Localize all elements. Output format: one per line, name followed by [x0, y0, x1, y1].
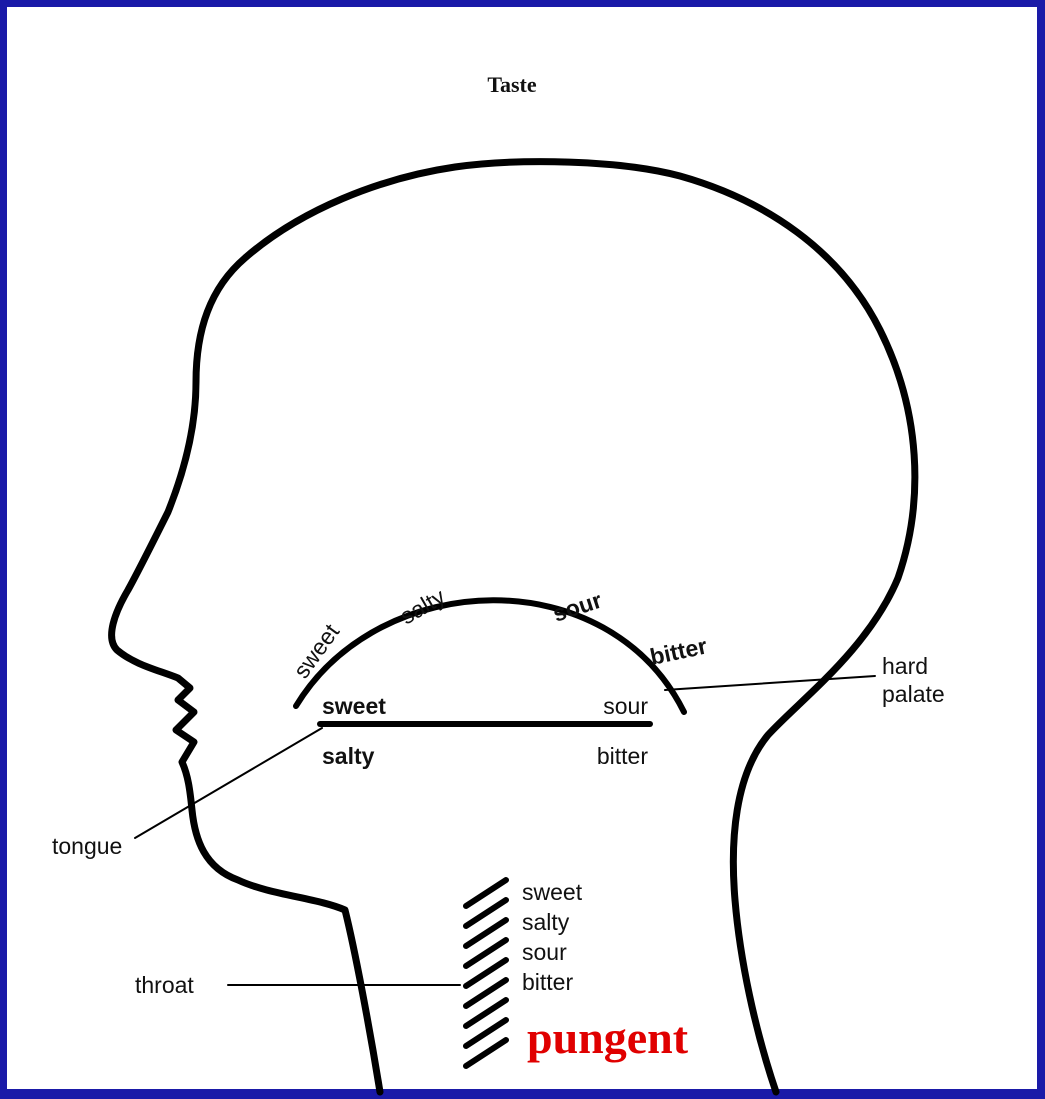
throat-taste-sour: sour	[522, 939, 567, 965]
hard-palate-label-line1: hard	[882, 653, 928, 679]
throat-taste-pungent: pungent	[527, 1012, 689, 1063]
palate-label-sour: sour	[550, 587, 605, 627]
head-outline	[112, 162, 915, 1092]
hard-palate-leader	[665, 676, 875, 690]
palate-label-salty: salty	[396, 583, 450, 629]
diagram-title: Taste	[487, 72, 537, 97]
palate-label-bitter: bitter	[648, 632, 710, 669]
throat-taste-salty: salty	[522, 909, 570, 935]
tongue-label-salty: salty	[322, 743, 375, 769]
palate-label-sweet: sweet	[288, 619, 345, 683]
throat-hatching	[466, 880, 506, 1066]
throat-label: throat	[135, 972, 194, 998]
tongue-label-sweet: sweet	[322, 693, 386, 719]
tongue-label: tongue	[52, 833, 122, 859]
throat-taste-bitter: bitter	[522, 969, 573, 995]
tongue-label-bitter: bitter	[597, 743, 648, 769]
tongue-leader	[135, 728, 322, 838]
hard-palate-label-line2: palate	[882, 681, 945, 707]
tongue-label-sour: sour	[603, 693, 648, 719]
throat-taste-sweet: sweet	[522, 879, 583, 905]
